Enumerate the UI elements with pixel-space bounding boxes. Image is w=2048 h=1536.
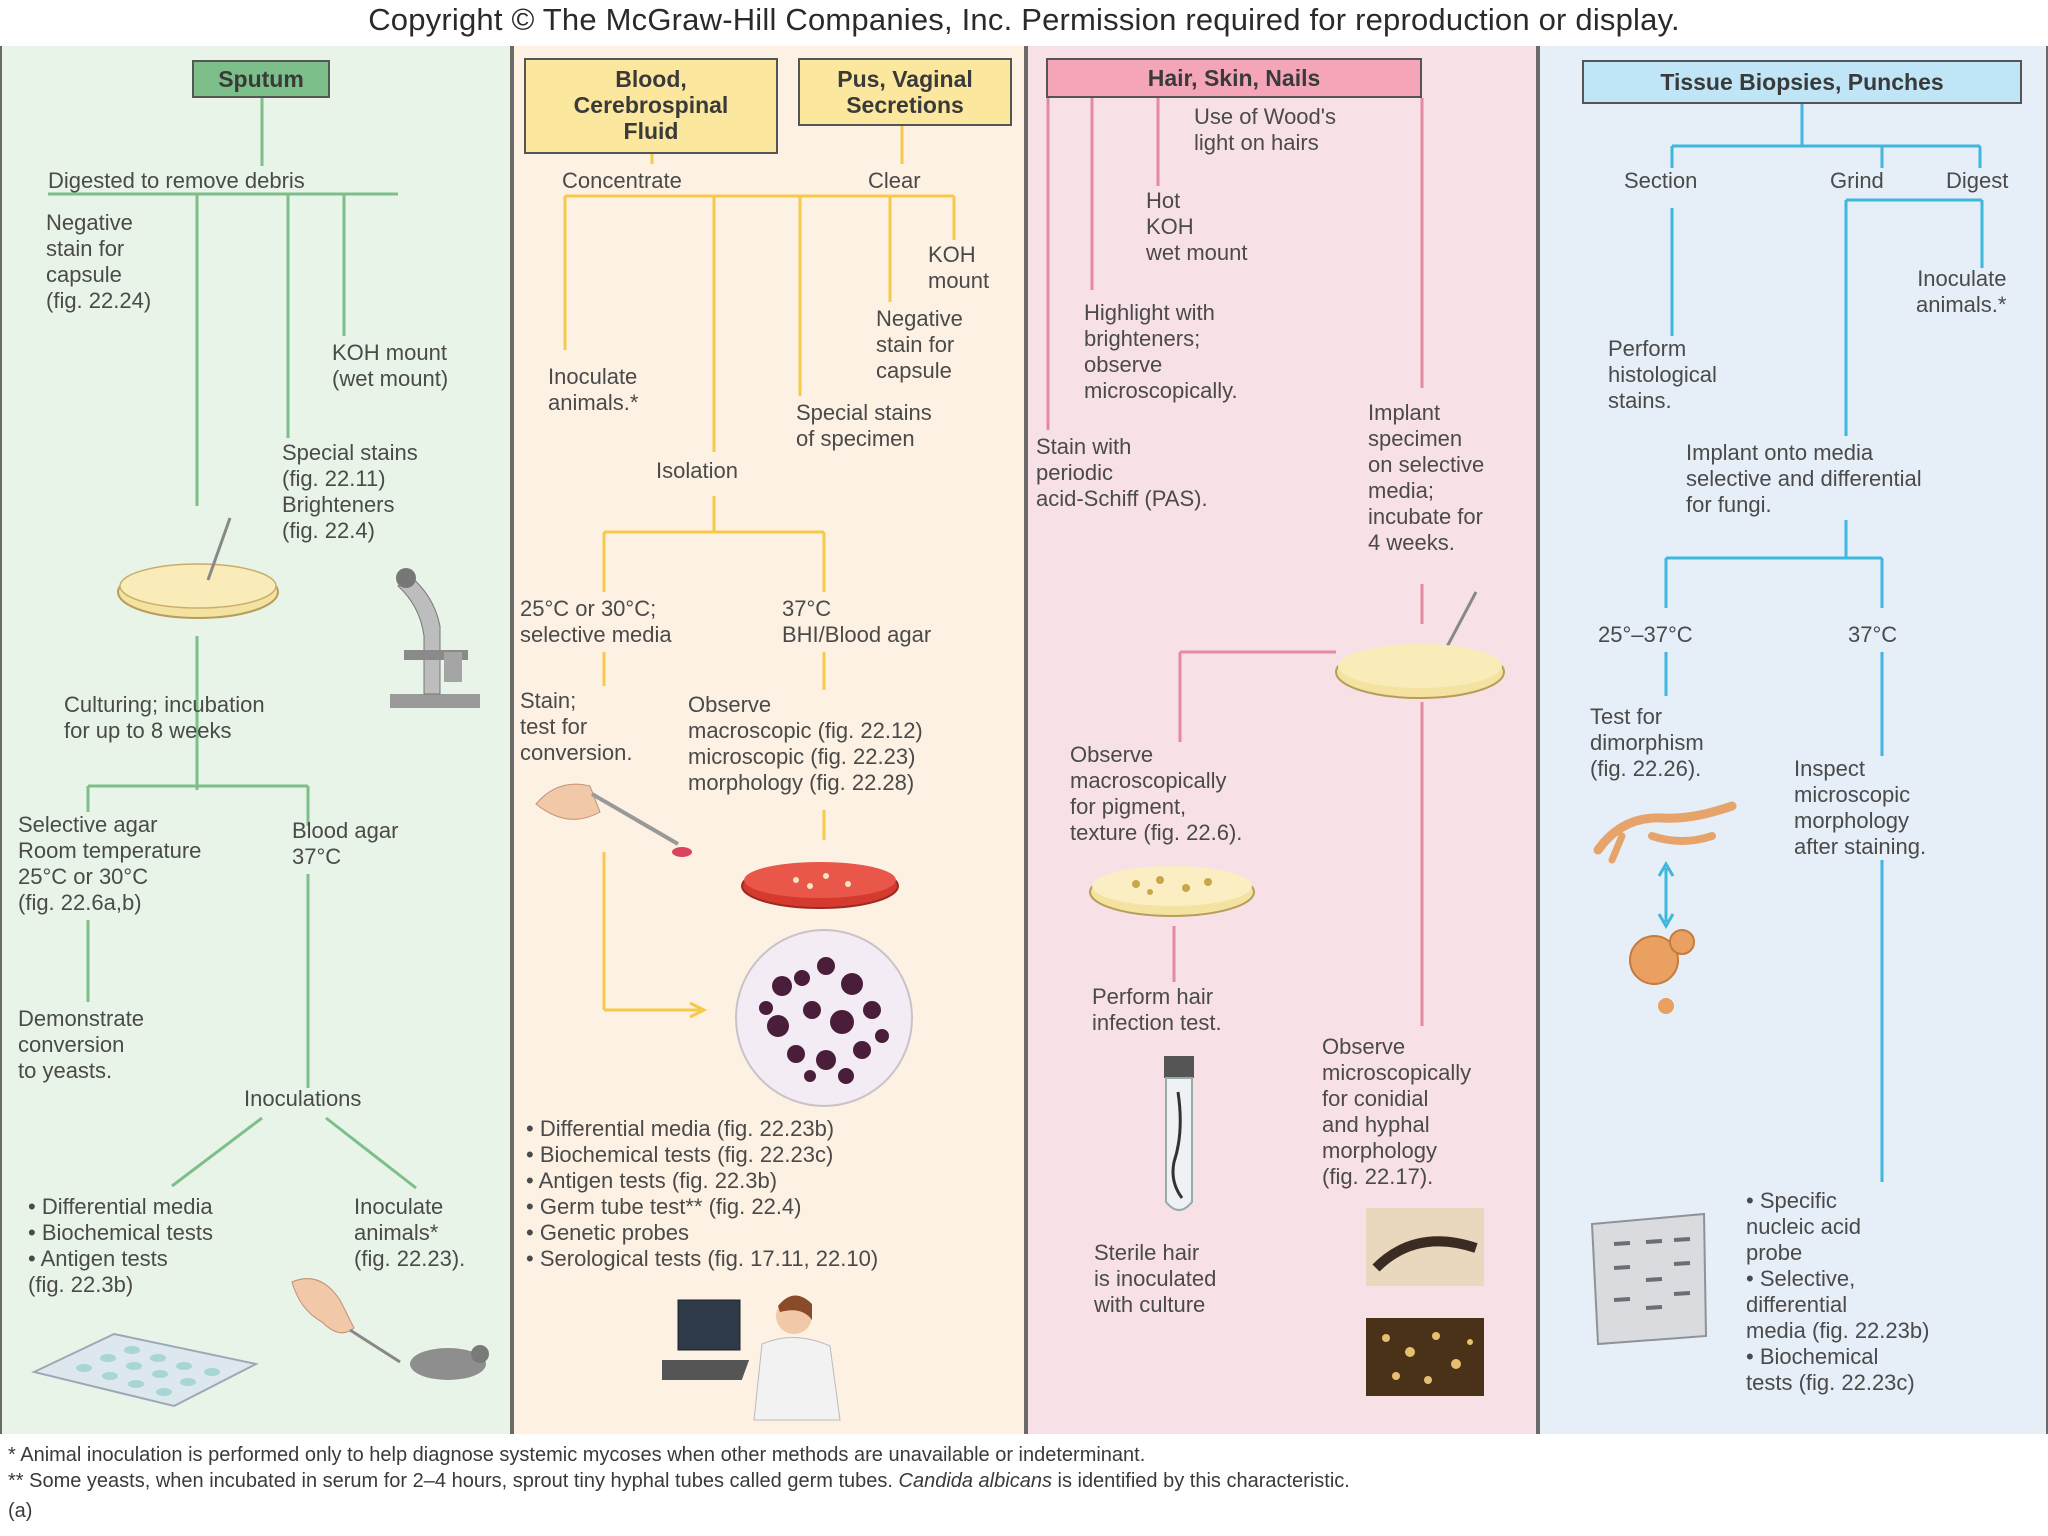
section-label: Section xyxy=(1624,168,1698,193)
implant-specimen-label: Implant specimen on selective media; inc… xyxy=(1368,400,1485,555)
concentrate-label: Concentrate xyxy=(562,168,682,193)
tissue-panel xyxy=(1538,46,2048,1434)
figure-label: (a) xyxy=(8,1500,33,1522)
sputum-inoculate-animals: Inoculate animals* (fig. 22.23). xyxy=(354,1194,466,1271)
tissue-test-list: • Specific nucleic acid probe • Selectiv… xyxy=(1746,1188,1929,1396)
temp-37-bhi: 37°C BHI/Blood agar xyxy=(782,596,932,647)
footnote-animal-inoculation: * Animal inoculation is performed only t… xyxy=(8,1444,1146,1466)
list-item: • Differential media xyxy=(28,1194,213,1219)
histological-stains: Perform histological stains. xyxy=(1608,336,1717,413)
stain-pas-label: Stain with periodic acid-Schiff (PAS). xyxy=(1036,434,1208,511)
highlight-brighteners: Highlight with brighteners; observe micr… xyxy=(1084,300,1238,403)
blood-inoculate-animals: Inoculate animals.* xyxy=(548,364,639,415)
list-item: • Selective, differential media (fig. 22… xyxy=(1746,1266,1930,1343)
isolation-label: Isolation xyxy=(656,458,738,483)
list-item: • Genetic probes xyxy=(526,1220,690,1245)
sputum-special-stains: Special stains (fig. 22.11) Brighteners … xyxy=(282,440,418,543)
petri-dish-illustration xyxy=(117,517,279,619)
sputum-negative-stain: Negative stain for capsule (fig. 22.24) xyxy=(46,210,152,313)
list-item: • Biochemical tests xyxy=(28,1220,214,1245)
sterile-hair-label: Sterile hair is inoculated with culture xyxy=(1094,1240,1217,1317)
tissue-biopsies-title: Tissue Biopsies, Punches xyxy=(1582,60,2022,104)
mouse-inoculation-illustration xyxy=(291,1278,489,1380)
pigment-culture-plate xyxy=(1089,866,1255,917)
sputum-test-list: • Differential media • Biochemical tests… xyxy=(28,1194,213,1298)
list-item: • Antigen tests (fig. 22.3b) xyxy=(28,1246,168,1297)
gel-probe-illustration xyxy=(1590,1212,1708,1346)
yeast-cell-illustration xyxy=(1629,929,1695,1014)
well-plate-illustration xyxy=(31,1332,259,1408)
implant-onto-media: Implant onto media selective and differe… xyxy=(1686,440,1922,517)
micrograph-yeast-cells xyxy=(735,929,913,1107)
list-item: • Antigen tests (fig. 22.3b) xyxy=(526,1168,778,1193)
hot-koh-wet-mount: Hot KOH wet mount xyxy=(1146,188,1248,265)
list-item: • Serological tests (fig. 17.11, 22.10) xyxy=(526,1246,879,1271)
list-item: • Specific nucleic acid probe xyxy=(1746,1188,1861,1265)
selective-agar-label: Selective agar Room temperature 25°C or … xyxy=(18,812,202,915)
sputum-koh-mount: KOH mount (wet mount) xyxy=(332,340,449,391)
copyright-notice: Copyright © The McGraw-Hill Companies, I… xyxy=(368,2,1680,37)
temp-25-30-selective: 25°C or 30°C; selective media xyxy=(520,596,672,647)
clear-label: Clear xyxy=(868,168,921,193)
woods-light-label: Use of Wood's light on hairs xyxy=(1194,104,1336,155)
observe-macroscopically: Observe macroscopically for pigment, tex… xyxy=(1070,742,1243,845)
demonstrate-conversion: Demonstrate conversion to yeasts. xyxy=(18,1006,144,1083)
hair-infection-test: Perform hair infection test. xyxy=(1092,984,1222,1035)
hair-skin-nails-title: Hair, Skin, Nails xyxy=(1046,58,1422,98)
inspect-morphology: Inspect microscopic morphology after sta… xyxy=(1794,756,1927,859)
list-item: • Germ tube test** (fig. 22.4) xyxy=(526,1194,802,1219)
stain-test-conversion: Stain; test for conversion. xyxy=(520,688,633,765)
blood-panel xyxy=(512,46,1026,1434)
blood-csf-title: Blood, Cerebrospinal Fluid xyxy=(524,58,778,154)
observe-microscopically: Observe microscopically for conidial and… xyxy=(1322,1034,1472,1189)
blood-koh-mount: KOH mount xyxy=(928,242,990,293)
grind-label: Grind xyxy=(1830,168,1884,193)
temp-37: 37°C xyxy=(1848,622,1898,647)
digest-label: Digest xyxy=(1946,168,2009,193)
inoculations-label: Inoculations xyxy=(244,1086,362,1111)
blood-negative-stain: Negative stain for capsule xyxy=(876,306,963,383)
list-item: • Biochemical tests (fig. 22.23c) xyxy=(526,1142,834,1167)
temp-25-37: 25°–37°C xyxy=(1598,622,1693,647)
blood-special-stains: Special stains of specimen xyxy=(796,400,932,451)
hair-panel xyxy=(1026,46,1538,1434)
observe-morphology: Observe macroscopic (fig. 22.12) microsc… xyxy=(688,692,923,795)
list-item: • Differential media (fig. 22.23b) xyxy=(526,1116,835,1141)
blood-test-list: • Differential media (fig. 22.23b) • Bio… xyxy=(526,1116,878,1272)
pus-vaginal-title: Pus, Vaginal Secretions xyxy=(798,58,1012,126)
test-dimorphism: Test for dimorphism (fig. 22.26). xyxy=(1590,704,1704,781)
test-tube-illustration xyxy=(1164,1056,1194,1211)
list-item: • Biochemical tests (fig. 22.23c) xyxy=(1746,1344,1915,1395)
tissue-inoculate-animals: Inoculate animals.* xyxy=(1916,266,2007,317)
selective-media-plate xyxy=(1335,591,1505,699)
sputum-title: Sputum xyxy=(192,60,330,98)
pipette-hand-illustration xyxy=(535,783,692,857)
culturing-label: Culturing; incubation for up to 8 weeks xyxy=(64,692,265,743)
hyphae-illustration xyxy=(1593,801,1737,864)
digested-label: Digested to remove debris xyxy=(48,168,305,193)
lab-technician-illustration xyxy=(662,1295,841,1421)
sputum-panel xyxy=(0,46,512,1434)
blood-agar-label: Blood agar 37°C xyxy=(292,818,399,869)
hair-micrograph-1 xyxy=(1366,1208,1484,1286)
microscope-icon xyxy=(390,568,480,708)
footnote-germ-tubes: ** Some yeasts, when incubated in serum … xyxy=(8,1470,1350,1492)
hair-micrograph-2 xyxy=(1366,1318,1484,1396)
blood-agar-plate xyxy=(741,862,899,909)
